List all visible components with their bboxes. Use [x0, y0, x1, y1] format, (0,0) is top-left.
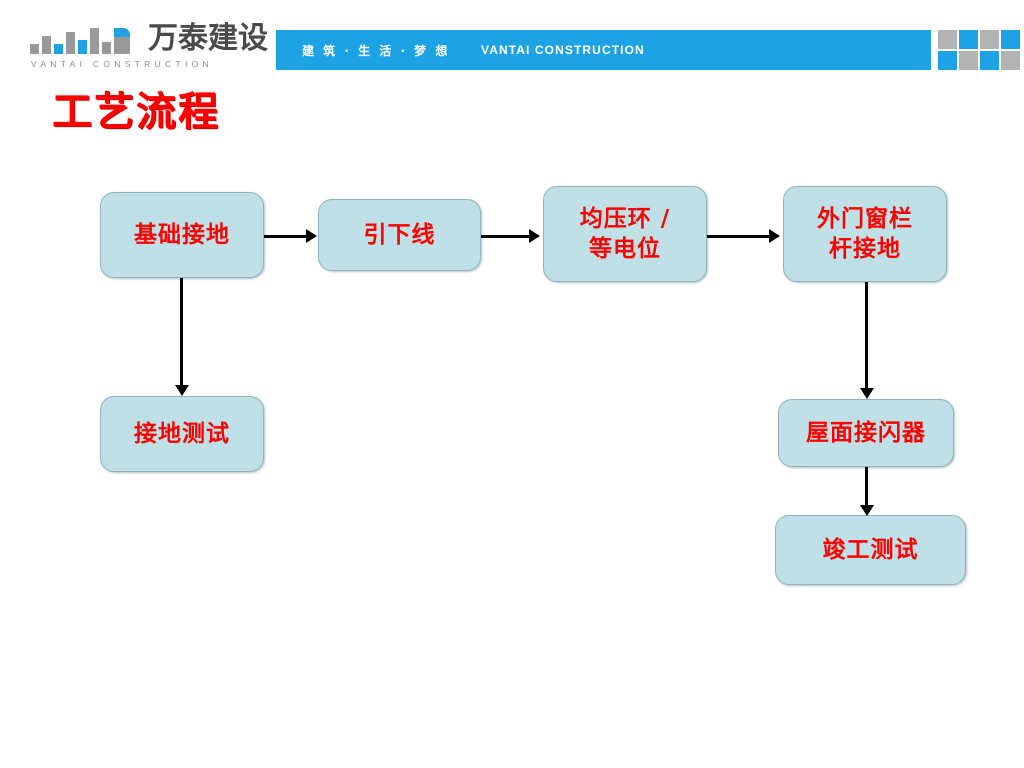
edge-line: [865, 282, 868, 390]
logo-name-en: VANTAI CONSTRUCTION: [31, 59, 213, 69]
flow-edge-n6-n7: [860, 467, 874, 519]
arrow-head-icon: [175, 385, 189, 396]
arrow-head-icon: [860, 505, 874, 516]
arrow-head-icon: [306, 229, 317, 243]
flow-edge-n2-n3: [481, 229, 545, 243]
flow-node-n1[interactable]: 基础接地: [100, 192, 264, 278]
edge-line: [481, 235, 531, 238]
flow-edge-n1-n5: [175, 278, 189, 398]
edge-line: [264, 235, 308, 238]
banner-slogan-cn: 建 筑 · 生 活 · 梦 想: [302, 44, 450, 58]
flow-node-n7[interactable]: 竣工测试: [775, 515, 966, 585]
flow-node-n4[interactable]: 外门窗栏 杆接地: [783, 186, 947, 282]
flow-node-n6[interactable]: 屋面接闪器: [778, 399, 954, 467]
page-header: 万泰建设 VANTAI CONSTRUCTION 建 筑 · 生 活 · 梦 想…: [0, 0, 1024, 90]
flow-node-n3[interactable]: 均压环 / 等电位: [543, 186, 707, 282]
header-banner: 建 筑 · 生 活 · 梦 想 VANTAI CONSTRUCTION: [276, 30, 912, 70]
edge-line: [180, 278, 183, 387]
arrow-head-icon: [769, 229, 780, 243]
flow-node-n5[interactable]: 接地测试: [100, 396, 264, 472]
flow-edge-n1-n2: [264, 229, 320, 243]
banner-slogan-en: VANTAI CONSTRUCTION: [481, 43, 645, 57]
flow-edge-n3-n4: [707, 229, 785, 243]
flow-edge-n4-n6: [860, 282, 874, 402]
arrow-head-icon: [529, 229, 540, 243]
header-decoration-squares: [912, 30, 1020, 72]
edge-line: [865, 467, 868, 507]
edge-line: [707, 235, 771, 238]
page-title: 工艺流程: [52, 89, 220, 135]
arrow-head-icon: [860, 388, 874, 399]
company-logo: 万泰建设 VANTAI CONSTRUCTION: [30, 22, 270, 74]
flow-node-n2[interactable]: 引下线: [318, 199, 481, 271]
logo-name-cn: 万泰建设: [148, 21, 268, 56]
logo-mark-icon: [30, 28, 142, 54]
